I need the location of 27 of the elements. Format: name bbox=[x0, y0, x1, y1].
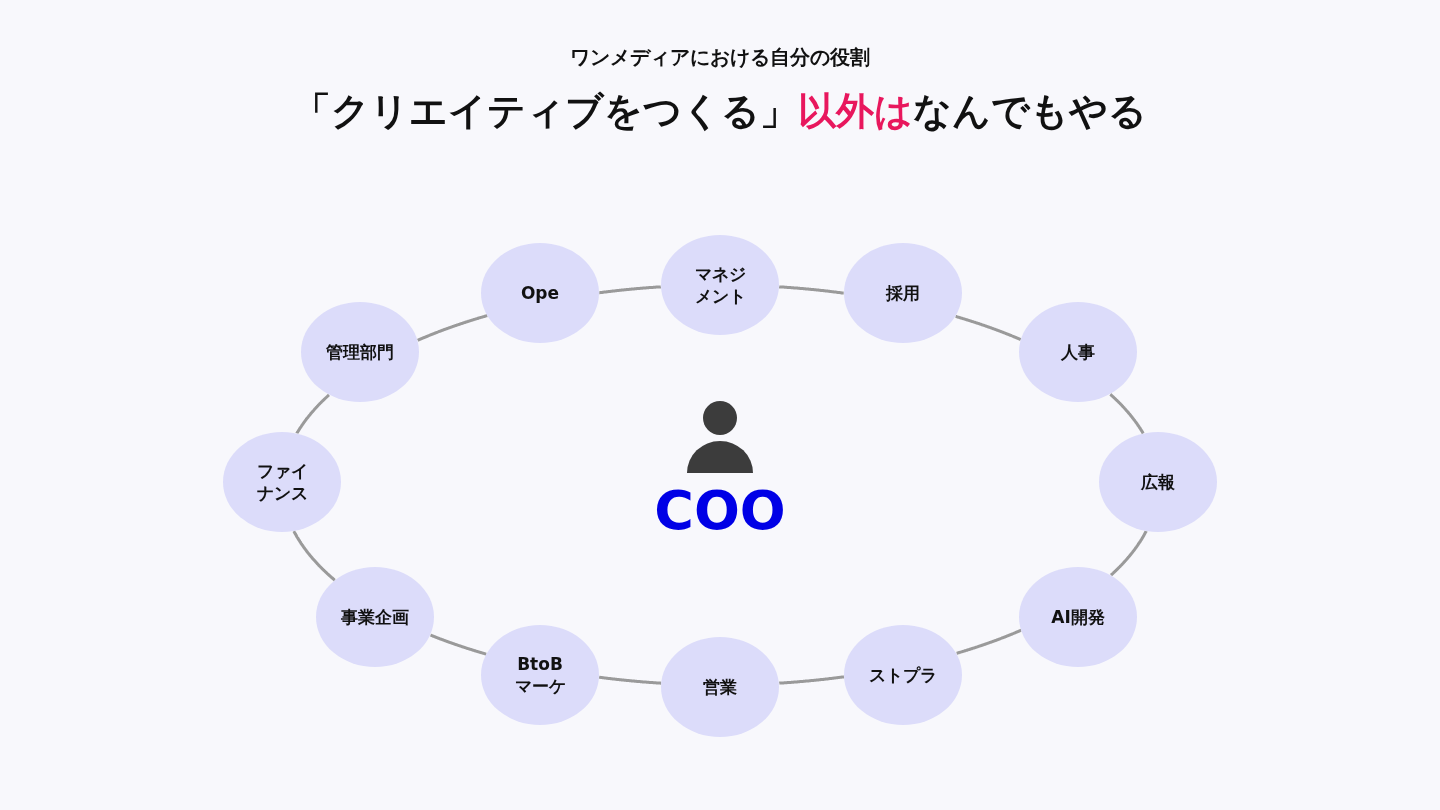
title: 「クリエイティブをつくる」以外はなんでもやる bbox=[292, 88, 1148, 135]
role-circle: Ope bbox=[481, 243, 599, 343]
connector-line bbox=[778, 285, 845, 295]
connector-line bbox=[955, 628, 1023, 655]
connector-line bbox=[1109, 393, 1145, 435]
connector-line bbox=[295, 393, 331, 435]
connector-line bbox=[292, 529, 336, 582]
role-circle: 営業 bbox=[661, 637, 779, 737]
connector-line bbox=[416, 314, 489, 342]
role-label: COO bbox=[653, 484, 787, 538]
role-circle: ストプラ bbox=[844, 625, 962, 725]
role-circle: 管理部門 bbox=[301, 302, 419, 402]
connector-line bbox=[429, 633, 488, 656]
role-circle: マネジメント bbox=[661, 235, 779, 335]
role-circle: ファイナンス bbox=[223, 432, 341, 532]
connector-line bbox=[598, 675, 663, 685]
role-circle: 採用 bbox=[844, 243, 962, 343]
connector-line bbox=[1109, 530, 1148, 577]
role-circle: AI開発 bbox=[1019, 567, 1137, 667]
role-circle: 人事 bbox=[1019, 302, 1137, 402]
role-circle: 広報 bbox=[1099, 432, 1217, 532]
role-circle: 事業企画 bbox=[316, 567, 434, 667]
connector-line bbox=[778, 675, 845, 685]
connector-line bbox=[598, 285, 662, 295]
role-circle: BtoBマーケ bbox=[481, 625, 599, 725]
connector-line bbox=[954, 314, 1022, 341]
subtitle: ワンメディアにおける自分の役割 bbox=[569, 44, 871, 71]
